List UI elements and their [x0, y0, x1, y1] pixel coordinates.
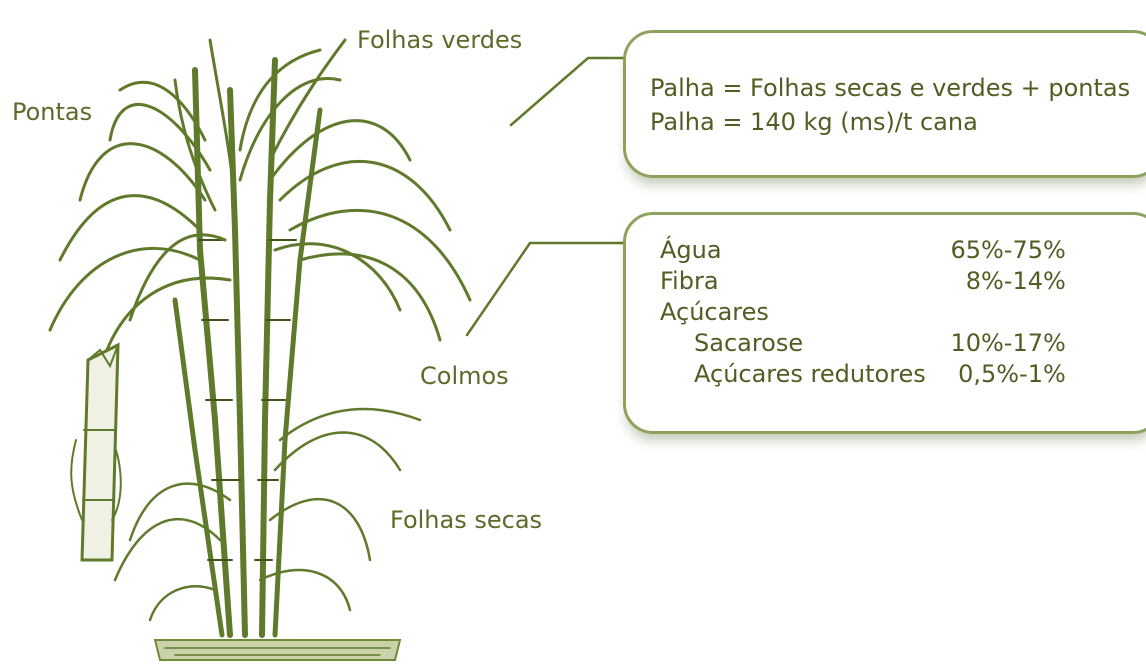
row-name: Fibra [660, 266, 926, 297]
row-value: 10%-17% [926, 328, 1066, 359]
composition-row-agua: Água 65%-75% [660, 235, 1066, 266]
row-name: Sacarose [660, 328, 926, 359]
composition-table: Água 65%-75% Fibra 8%-14% Açúcares Sacar… [660, 235, 1066, 390]
palha-line-2: Palha = 140 kg (ms)/t cana [650, 105, 1146, 139]
label-folhas-verdes: Folhas verdes [357, 28, 522, 52]
row-name: Açúcares [660, 297, 926, 328]
row-value: 0,5%-1% [926, 359, 1066, 390]
row-name: Açúcares redutores [660, 359, 926, 390]
composition-box: Água 65%-75% Fibra 8%-14% Açúcares Sacar… [623, 212, 1146, 434]
composition-row-fibra: Fibra 8%-14% [660, 266, 1066, 297]
row-value [926, 297, 1066, 328]
palha-line-1: Palha = Folhas secas e verdes + pontas [650, 71, 1146, 105]
composition-row-sacarose: Sacarose 10%-17% [660, 328, 1066, 359]
palha-box: Palha = Folhas secas e verdes + pontas P… [623, 30, 1146, 178]
composition-row-acucares: Açúcares [660, 297, 1066, 328]
label-folhas-secas: Folhas secas [390, 508, 542, 532]
row-name: Água [660, 235, 926, 266]
row-value: 65%-75% [926, 235, 1066, 266]
label-colmos: Colmos [420, 364, 509, 388]
composition-row-acucares-redutores: Açúcares redutores 0,5%-1% [660, 359, 1066, 390]
label-pontas: Pontas [12, 100, 92, 124]
row-value: 8%-14% [926, 266, 1066, 297]
